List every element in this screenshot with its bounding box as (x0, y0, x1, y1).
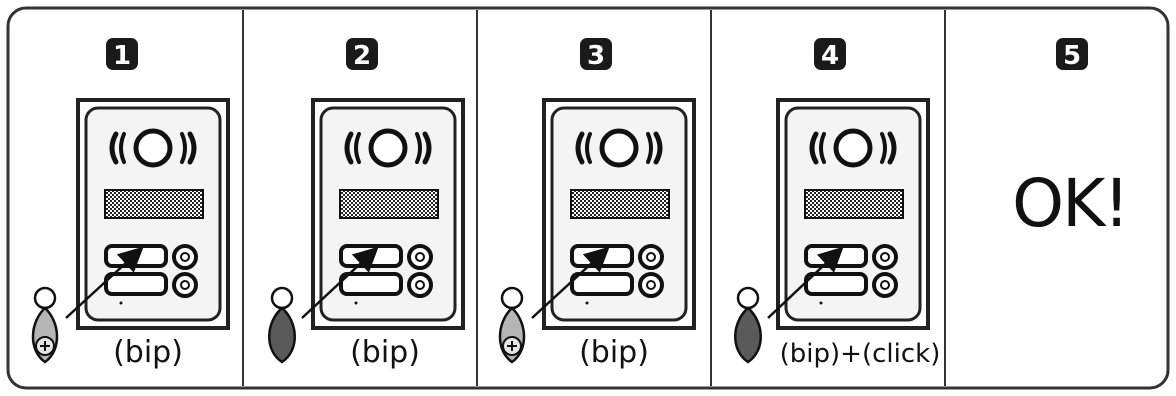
step-3-panel: 3 (bip) (498, 38, 694, 370)
step-3-caption: (bip) (579, 335, 649, 370)
arrow-icon (65, 246, 144, 319)
key-fob-icon (734, 286, 762, 364)
intercom-panel-icon (544, 100, 694, 328)
step-5-panel: 5 OK! (1012, 38, 1130, 242)
step-3-badge: 3 (580, 38, 612, 71)
step-3-number: 3 (587, 41, 605, 71)
step-2-caption: (bip) (350, 335, 420, 370)
arrow-icon (767, 246, 844, 319)
key-fob-icon (268, 286, 296, 364)
step-1-badge: 1 (106, 38, 138, 71)
step-4-badge: 4 (814, 38, 846, 71)
arrow-icon (531, 246, 610, 319)
key-fob-icon (498, 286, 526, 364)
step-5-number: 5 (1063, 41, 1081, 71)
intercom-panel-icon (313, 100, 463, 328)
step-4-caption: (bip)+(click) (780, 339, 941, 369)
step-4-number: 4 (821, 41, 839, 71)
intercom-panel-icon (78, 100, 228, 328)
step-1-caption: (bip) (113, 335, 183, 370)
key-fob-icon (31, 286, 59, 364)
result-text: OK! (1012, 165, 1128, 242)
step-2-panel: 2 (bip) (268, 38, 463, 370)
step-1-panel: 1 (bip) (31, 38, 228, 370)
step-2-number: 2 (353, 41, 371, 71)
step-5-badge: 5 (1056, 38, 1088, 71)
step-4-panel: 4 (bip)+(click) (734, 38, 941, 369)
step-2-badge: 2 (346, 38, 378, 71)
step-1-number: 1 (113, 41, 131, 71)
arrow-icon (301, 246, 379, 319)
intercom-panel-icon (778, 100, 928, 328)
